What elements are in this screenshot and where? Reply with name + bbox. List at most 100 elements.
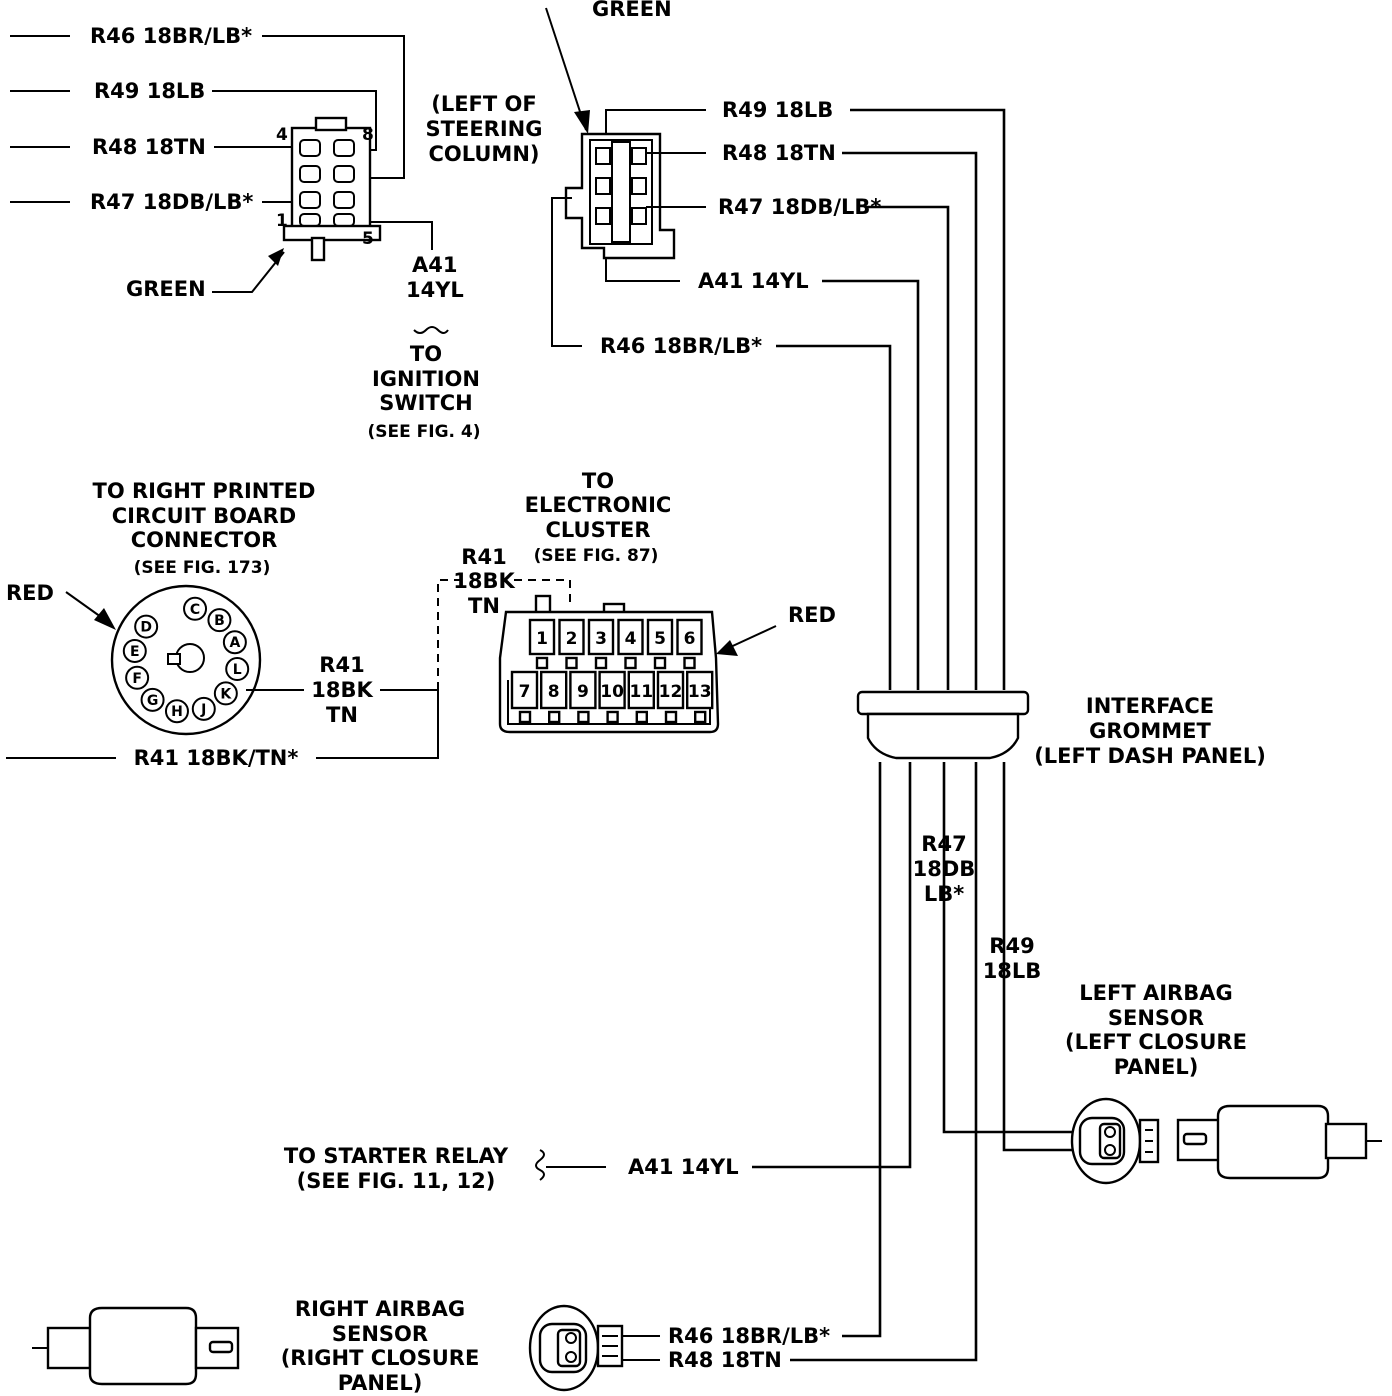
c2-green-label: GREEN — [592, 0, 672, 21]
pcb-pin-label-l: L — [233, 662, 242, 678]
r47-vertical-color: LB* — [924, 882, 964, 906]
pcb-pin-c — [183, 596, 208, 621]
cluster-pin-10 — [598, 670, 626, 710]
cluster-label-2: ELECTRONIC — [525, 493, 672, 517]
cluster-pin-4 — [617, 618, 644, 656]
c2-r48-label: R48 18TN — [722, 141, 836, 165]
right-sensor-r46-label: R46 18BR/LB* — [668, 1324, 830, 1348]
pcb-pin-label-a: A — [229, 635, 240, 651]
cluster-pin-label-5: 5 — [654, 629, 666, 649]
cluster-pin-latch — [694, 710, 707, 724]
c1-pin1-label: 1 — [276, 211, 288, 231]
cluster-pin-label-1: 1 — [536, 629, 548, 649]
cluster-pin-13 — [686, 670, 714, 710]
ignition-label-3: SWITCH — [379, 391, 472, 415]
pcb-pin-l — [225, 657, 250, 682]
interface-grommet — [856, 690, 1030, 760]
c1-r46-label: R46 18BR/LB* — [90, 24, 252, 48]
left-sensor-label-4: PANEL) — [1114, 1055, 1199, 1079]
cluster-pin-label-2: 2 — [566, 629, 578, 649]
right-airbag-sensor-body — [32, 1306, 240, 1386]
cluster-pin-label-6: 6 — [684, 629, 696, 649]
right-sensor-label-3: (RIGHT CLOSURE — [281, 1346, 480, 1370]
pcb-pin-label-d: D — [140, 620, 152, 636]
c2-location-2: STEERING — [426, 117, 543, 141]
c2-green-arrow-icon — [574, 110, 590, 134]
cluster-pin-latch — [548, 710, 561, 724]
cluster-pin-latch — [518, 710, 532, 724]
cluster-pin-7 — [510, 670, 539, 710]
c2-green-leader — [545, 7, 587, 131]
ignition-break-icon — [413, 326, 449, 334]
connector-c1 — [282, 116, 382, 262]
r41-bottom-label: R41 18BK/TN* — [134, 746, 299, 770]
a41-label: A41 — [412, 253, 457, 277]
pcb-red-arrow-icon — [94, 608, 116, 630]
pcb-pin-e — [122, 638, 147, 663]
pcb-pin-j — [191, 696, 216, 721]
cluster-pin-5 — [646, 618, 674, 656]
cluster-pin-1 — [528, 618, 556, 656]
left-sensor-label-1: LEFT AIRBAG — [1079, 981, 1232, 1005]
c2-location-1: (LEFT OF — [431, 92, 537, 116]
right-sensor-label-4: PANEL) — [338, 1371, 423, 1395]
grommet-label-1: INTERFACE — [1086, 694, 1214, 718]
pcb-pin-h — [164, 699, 189, 724]
pcb-pin-label-h: H — [171, 704, 183, 720]
pcb-label-4: (SEE FIG. 173) — [134, 558, 271, 578]
left-sensor-label-3: (LEFT CLOSURE — [1065, 1030, 1247, 1054]
cluster-pin-8 — [540, 670, 568, 710]
cluster-pin-latch — [577, 710, 590, 724]
pcb-pin-label-f: F — [132, 671, 142, 687]
cluster-pin-latch — [664, 710, 678, 724]
cluster-pin-latch — [624, 656, 637, 670]
c2-a41-label: A41 14YL — [698, 269, 809, 293]
c2-location-3: COLUMN) — [428, 142, 539, 166]
starter-relay-break-icon — [535, 1149, 545, 1181]
cluster-pin-label-3: 3 — [595, 629, 607, 649]
labels: R46 18BR/LB* R49 18LB R48 18TN R47 18DB/… — [6, 0, 1266, 1395]
cluster-pin-latch — [535, 656, 549, 670]
pcb-pin-g — [140, 687, 165, 712]
ignition-label-4: (SEE FIG. 4) — [367, 422, 480, 442]
r49-vertical-label: R49 — [989, 934, 1034, 958]
ignition-label-2: IGNITION — [372, 367, 480, 391]
cluster-label-1: TO — [582, 469, 614, 493]
c1-pin8-label: 8 — [362, 125, 374, 145]
c1-r49-label: R49 18LB — [94, 79, 205, 103]
c1-green-leader — [212, 251, 285, 293]
starter-relay-a41-label: A41 14YL — [628, 1155, 739, 1179]
cluster-red-arrow-icon — [716, 640, 738, 656]
c2-r46-label: R46 18BR/LB* — [600, 334, 762, 358]
cluster-pin-latch — [606, 710, 619, 724]
r47-vertical-label: R47 — [921, 832, 966, 856]
cluster-pin-latch — [683, 656, 696, 670]
pcb-r41-gauge: 18BK — [311, 678, 373, 702]
cluster-pin-11 — [627, 670, 655, 710]
cluster-pin-label-10: 10 — [600, 682, 624, 702]
c2-wires — [551, 109, 706, 347]
pcb-pin-label-j: J — [200, 702, 206, 718]
c2-r47-label: R47 18DB/LB* — [718, 195, 881, 219]
c1-r47-label: R47 18DB/LB* — [90, 190, 253, 214]
grommet-label-3: (LEFT DASH PANEL) — [1034, 744, 1266, 768]
starter-relay-label-2: (SEE FIG. 11, 12) — [297, 1169, 496, 1193]
c1-pin5-label: 5 — [362, 229, 374, 249]
pcb-r41-label: R41 — [319, 653, 364, 677]
pcb-pin-label-k: K — [220, 686, 232, 702]
ignition-label-1: TO — [410, 342, 442, 366]
right-airbag-sensor-plug — [528, 1304, 660, 1392]
pcb-pin-label-b: B — [214, 613, 225, 629]
pcb-pin-k — [213, 681, 238, 706]
pcb-pin-a — [222, 630, 247, 655]
c2-r49-label: R49 18LB — [722, 98, 833, 122]
right-sensor-r48-label: R48 18TN — [668, 1348, 782, 1372]
cluster-pin-latch — [653, 656, 667, 670]
cluster-label-3: CLUSTER — [545, 518, 650, 542]
c1-green-label: GREEN — [126, 277, 206, 301]
pcb-pin-label-c: C — [190, 602, 200, 618]
right-sensor-label-2: SENSOR — [332, 1322, 428, 1346]
